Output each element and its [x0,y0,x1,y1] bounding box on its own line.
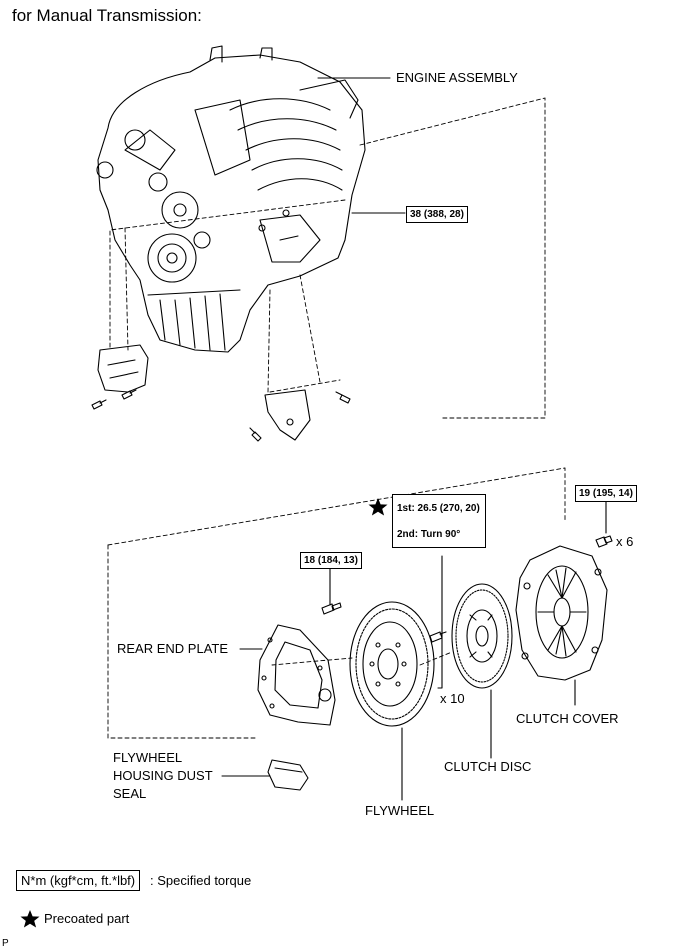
footer-code: P [2,938,9,949]
page-title: for Manual Transmission: [12,6,202,25]
label-clutch-cover: CLUTCH COVER [516,711,619,726]
clutch-cover-bolt [595,535,613,548]
flywheel-bolt [429,631,447,643]
rear-mount-bracket [264,389,311,441]
label-flywheel-housing-dust-seal: FLYWHEEL HOUSING DUST SEAL [113,750,213,801]
clutch-disc-illustration [451,583,513,689]
label-flywheel: FLYWHEEL [365,803,435,818]
torque-flywheel-bolt: 1st: 26.5 (270, 20) 2nd: Turn 90° [392,494,486,548]
quantity-clutch-cover-bolts: x 6 [616,534,634,549]
legend-torque-unit: N*m (kgf*cm, ft.*lbf) [16,870,141,891]
label-clutch-disc: CLUTCH DISC [444,759,532,774]
label-rear-end-plate: REAR END PLATE [117,641,229,656]
dust-seal-illustration [267,759,309,791]
mount-bolts [91,389,351,442]
torque-flywheel-step2: 2nd: Turn 90° [397,529,461,540]
legend-precoated-desc: Precoated part [44,911,130,926]
torque-clutch-cover-bolt: 19 (195, 14) [575,485,637,502]
label-engine-assembly: ENGINE ASSEMBLY [396,70,518,85]
torque-end-plate-bolt: 18 (184, 13) [300,552,362,569]
end-plate-bolt [321,602,342,615]
legend-torque-desc: : Specified torque [150,873,252,888]
torque-flywheel-step1: 1st: 26.5 (270, 20) [397,503,480,514]
left-mount-bracket [97,344,149,393]
torque-engine-bolt: 38 (388, 28) [406,206,468,223]
legend-star-icon [20,910,40,928]
clutch-cover-illustration [515,545,608,681]
engine-assembly-illustration [96,45,366,353]
precoated-star-icon [368,498,388,516]
rear-end-plate-illustration [257,624,336,726]
quantity-flywheel-bolts: x 10 [440,691,465,706]
flywheel-illustration [349,601,435,727]
